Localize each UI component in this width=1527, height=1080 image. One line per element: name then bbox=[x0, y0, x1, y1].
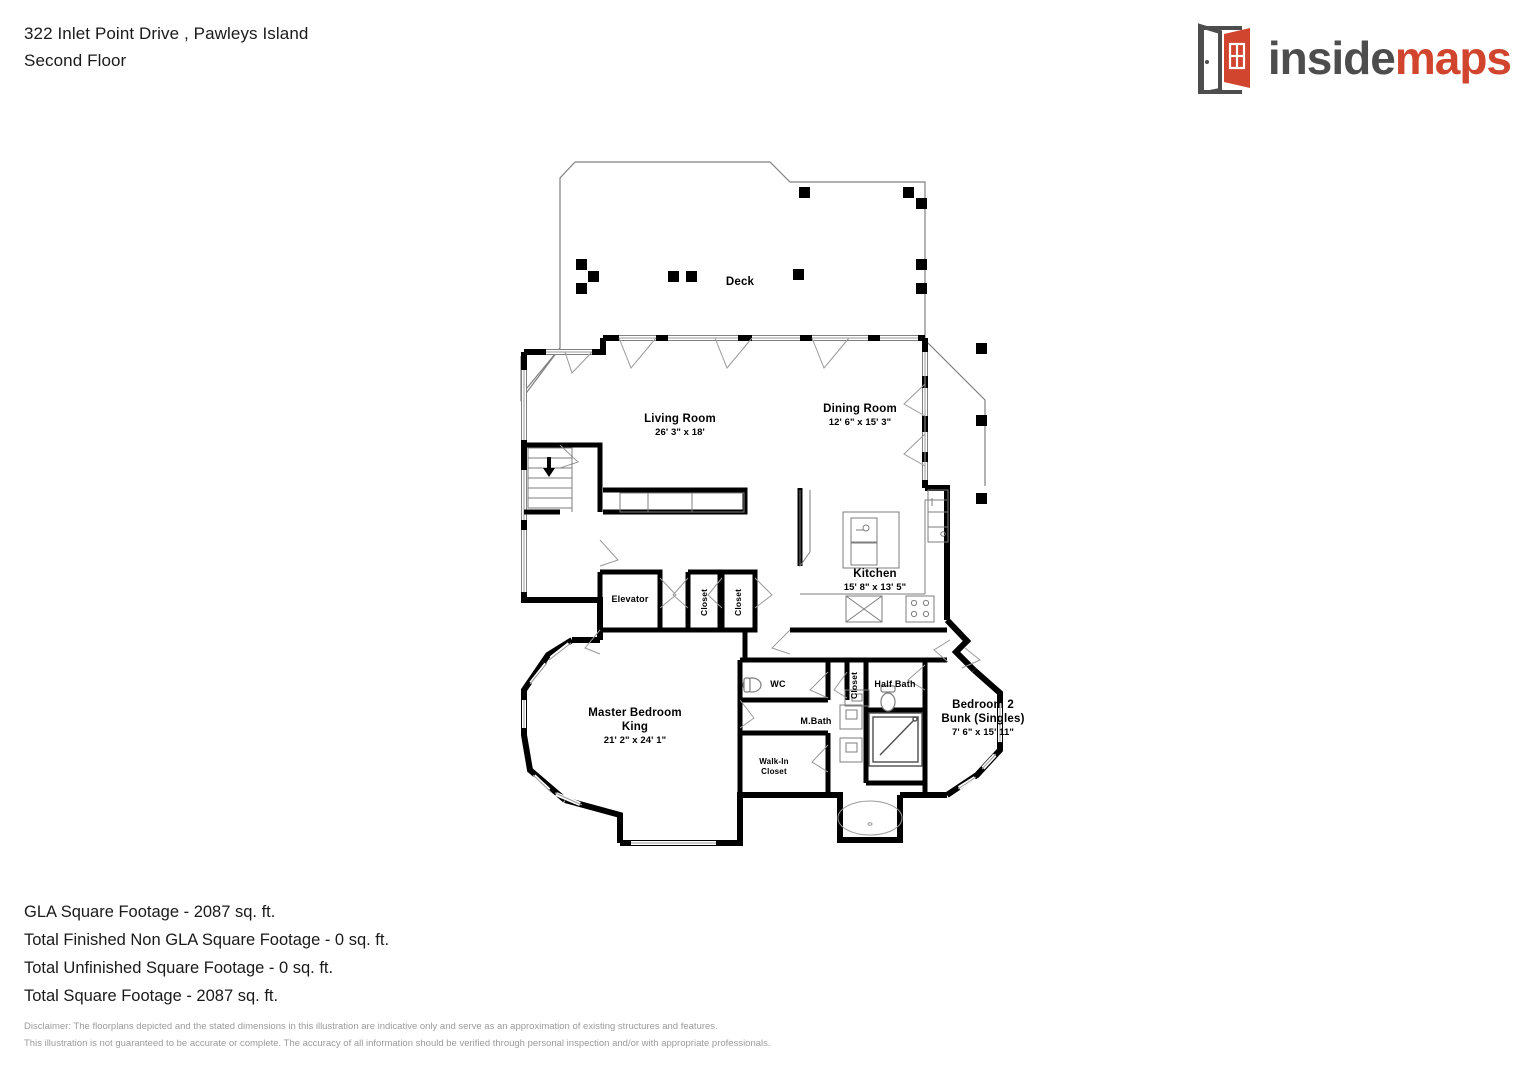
room-label-bedroom-2: Bedroom 2 Bunk (Singles) 7' 6" x 15' 11" bbox=[941, 699, 1025, 738]
stair-down-arrow bbox=[543, 457, 555, 477]
room-label-elevator: Elevator bbox=[611, 594, 649, 604]
windows-left bbox=[521, 349, 592, 592]
room-label-wc: WC bbox=[770, 679, 786, 689]
staircase bbox=[527, 447, 573, 512]
open-door-icon bbox=[1197, 22, 1258, 97]
room-label-half-bath: Half Bath bbox=[874, 679, 916, 689]
deck-outline bbox=[520, 161, 986, 486]
gla-square-footage: GLA Square Footage - 2087 sq. ft. bbox=[24, 903, 276, 921]
insidemaps-logo: insidemaps bbox=[1197, 22, 1512, 97]
pantry-shelf bbox=[799, 490, 811, 568]
bathtub bbox=[837, 800, 903, 836]
square-footage-summary: GLA Square Footage - 2087 sq. ft. Total … bbox=[24, 898, 389, 1010]
room-label-master-bedroom: Master Bedroom King 21' 2" x 24' 1" bbox=[588, 707, 682, 746]
logo-wordmark: insidemaps bbox=[1267, 32, 1512, 84]
windows-master-frames bbox=[523, 642, 716, 844]
room-label-m-bath: M.Bath bbox=[800, 716, 832, 726]
logo-word-inside: inside bbox=[1267, 32, 1396, 84]
dishwasher bbox=[845, 595, 883, 623]
logo-word-maps: maps bbox=[1394, 32, 1512, 84]
room-label-dining-room: Dining Room 12' 6" x 15' 3" bbox=[823, 403, 897, 428]
door-swings-top bbox=[618, 337, 850, 369]
sofa bbox=[619, 492, 745, 513]
room-label-living-room: Living Room 26' 3" x 18' bbox=[644, 413, 716, 438]
vanity-half-bath bbox=[844, 689, 870, 707]
sink bbox=[927, 489, 949, 513]
kitchen-island bbox=[842, 511, 900, 569]
unfinished-square-footage: Total Unfinished Square Footage - 0 sq. … bbox=[24, 959, 334, 977]
kitchen-counter bbox=[800, 499, 947, 595]
toilet-half-bath bbox=[880, 685, 896, 712]
room-label-closet-1: Closet bbox=[699, 588, 709, 616]
double-vanity bbox=[839, 704, 863, 763]
room-label-walk-in-closet: Walk-In Closet bbox=[759, 757, 789, 776]
room-label-closet-2: Closet bbox=[733, 588, 743, 616]
shower bbox=[868, 712, 923, 767]
floor-label: Second Floor bbox=[24, 51, 127, 70]
door-swing-upper-left bbox=[564, 351, 593, 374]
non-gla-square-footage: Total Finished Non GLA Square Footage - … bbox=[24, 931, 390, 949]
toilet-wc bbox=[742, 677, 762, 693]
door-swings-dining bbox=[903, 383, 926, 467]
property-address: 322 Inlet Point Drive , Pawleys Island bbox=[24, 24, 309, 43]
disclaimer-line-1: Disclaimer: The floorplans depicted and … bbox=[24, 1021, 718, 1032]
room-label-closet-3: Closet bbox=[849, 671, 859, 699]
disclaimer: Disclaimer: The floorplans depicted and … bbox=[24, 1018, 771, 1052]
header: 322 Inlet Point Drive , Pawleys Island S… bbox=[24, 20, 308, 74]
room-label-deck: Deck bbox=[725, 276, 755, 288]
windows-bedroom2-frames bbox=[957, 703, 1001, 790]
windows-left-frames bbox=[523, 351, 592, 592]
cooktop bbox=[905, 595, 935, 623]
interior-walls bbox=[524, 442, 947, 795]
disclaimer-line-2: This illustration is not guaranteed to b… bbox=[24, 1038, 771, 1049]
interior-door-swings bbox=[559, 444, 981, 773]
deck-posts bbox=[576, 187, 987, 504]
total-square-footage: Total Square Footage - 2087 sq. ft. bbox=[24, 987, 279, 1005]
room-label-kitchen: Kitchen 15' 8" x 13' 5" bbox=[843, 568, 907, 593]
